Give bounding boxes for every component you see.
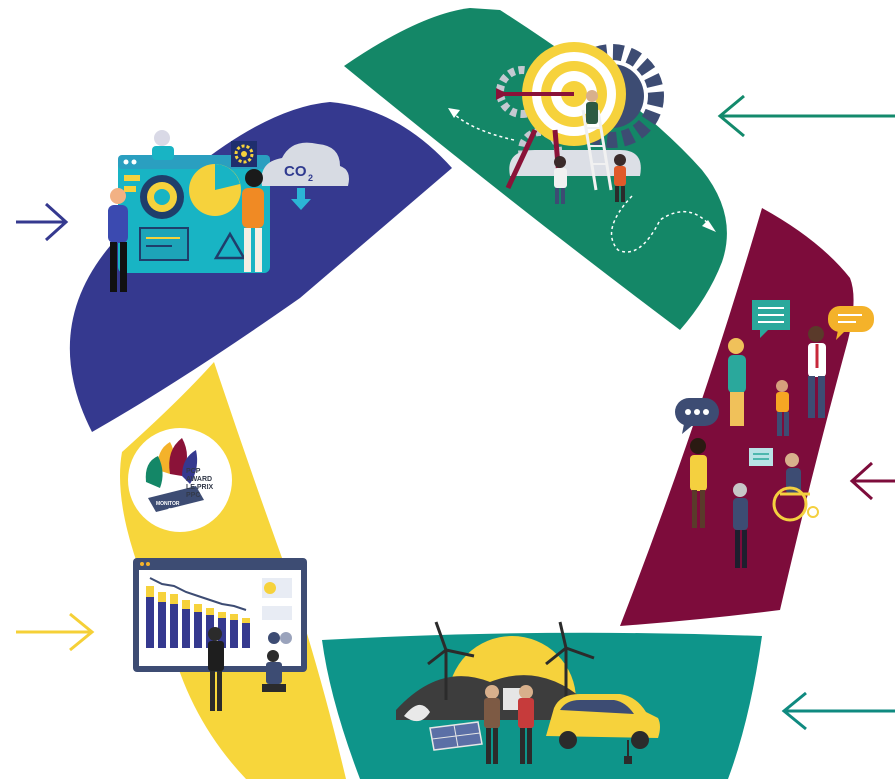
mini-bar <box>182 600 190 648</box>
wheelchair-icon <box>772 486 819 522</box>
mini-bar-cap <box>230 614 238 620</box>
co2-label: CO <box>284 163 307 180</box>
mini-bar <box>146 586 154 648</box>
award-badge-icon: PCP AWARD LE PRIX PPC MONITOR SUIVI <box>128 428 232 532</box>
mini-bar <box>158 592 166 648</box>
speech-bubble-icon <box>752 300 790 338</box>
badge-line3: LE PRIX <box>186 484 214 491</box>
gear-icon <box>231 141 257 167</box>
mini-bar <box>206 608 214 648</box>
dotted-trail <box>451 111 515 141</box>
segment-target <box>344 8 727 330</box>
mini-bar-cap <box>194 604 202 612</box>
arrow-into-monitor <box>16 612 95 652</box>
mini-bar <box>218 612 226 648</box>
co2-cloud-icon: CO 2 <box>261 142 349 210</box>
arrow-into-engage <box>849 461 895 501</box>
badge-line2: AWARD <box>186 476 212 483</box>
speech-bubble-icon <box>828 306 874 340</box>
mini-bar-cap <box>218 612 226 618</box>
person-icon <box>554 90 626 204</box>
mini-bar <box>242 618 250 648</box>
mini-bar <box>194 604 202 648</box>
segment-engage <box>620 208 874 626</box>
dotted-trail-arrowhead <box>448 108 460 118</box>
dashboard-screen-icon <box>118 155 270 273</box>
speech-bubble-icon <box>675 398 719 434</box>
co2-subscript: 2 <box>308 173 313 183</box>
mini-bar-chart <box>146 586 250 648</box>
person-icon <box>484 685 534 764</box>
dotted-trail <box>610 195 713 253</box>
person-icon <box>108 130 264 292</box>
mini-trend-line <box>149 577 247 611</box>
badge-line1: PCP <box>186 468 201 475</box>
arrow-into-plan <box>16 202 69 242</box>
badge-line4: PPC <box>186 492 200 499</box>
badge-ribbon2: SUIVI <box>168 508 182 514</box>
electric-car-icon <box>546 694 660 764</box>
person-icon <box>690 326 826 568</box>
segment-plan: CO 2 <box>69 102 453 432</box>
mini-bar <box>230 614 238 648</box>
mini-bar-cap <box>206 608 214 615</box>
leaf <box>404 704 430 722</box>
mini-bar-cap <box>182 600 190 609</box>
mini-bar-cap <box>170 594 178 604</box>
mini-bar-cap <box>158 592 166 602</box>
wind-turbine-icon <box>427 621 475 700</box>
mini-bar-cap <box>242 618 250 623</box>
solar-panel-icon <box>429 721 483 751</box>
dotted-trail-arrowhead <box>702 220 716 232</box>
segment-implement <box>322 621 762 779</box>
arrow-into-target <box>717 94 895 138</box>
wind-turbine-icon <box>545 621 595 700</box>
segment-monitor: PCP AWARD LE PRIX PPC MONITOR SUIVI <box>120 362 346 779</box>
badge-ribbon1: MONITOR <box>156 501 180 507</box>
ladder-icon <box>581 109 613 191</box>
mini-bar <box>170 594 178 648</box>
arrow-into-implement <box>781 691 895 731</box>
speech-bubble-icon <box>749 448 773 466</box>
mini-bar-cap <box>146 586 154 597</box>
person-icon <box>208 627 286 711</box>
